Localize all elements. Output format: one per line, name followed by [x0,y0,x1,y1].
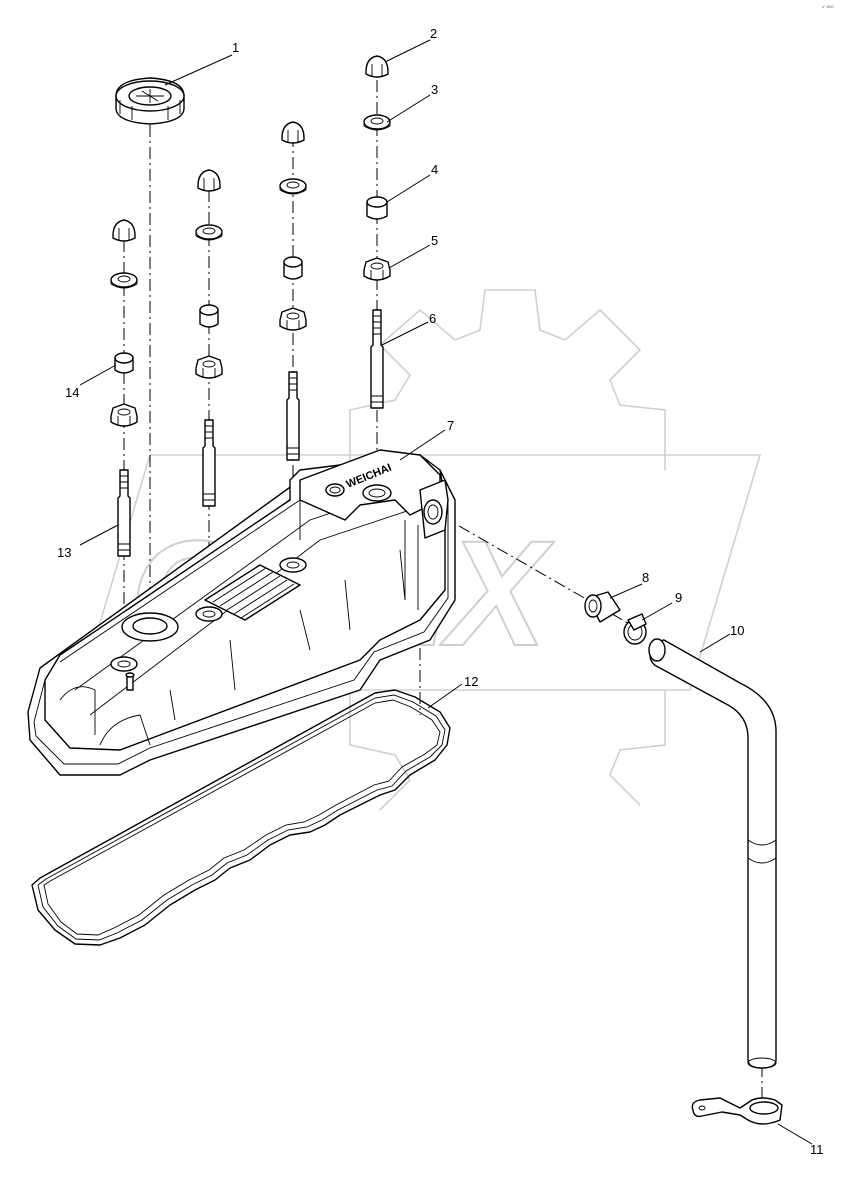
callout-6: 6 [429,311,436,326]
stud [370,309,384,409]
callout-14: 14 [65,385,79,400]
valve-cover: WEICHAI [27,449,456,776]
callout-2: 2 [430,26,437,41]
callout-13: 13 [57,545,71,560]
hose-clamp [623,613,647,645]
figure-code: x°-000 [822,4,834,9]
washer [110,272,138,289]
filler-opening [121,612,179,642]
acorn-nut [281,121,305,144]
washer [363,114,391,131]
callout-4: 4 [431,162,438,177]
breather-hose [648,638,777,1069]
callout-10: 10 [730,623,744,638]
callout-8: 8 [642,570,649,585]
washer [195,224,223,241]
stud [117,469,131,557]
spacer-sleeve [283,256,303,280]
acorn-nut [197,169,221,192]
leader-lines [79,39,813,1145]
callout-1: 1 [232,40,239,55]
callout-11: 11 [810,1142,824,1157]
callout-9: 9 [675,590,682,605]
washer-group [110,114,391,289]
spacer-sleeve [199,304,219,328]
flange-nut [363,257,391,281]
valve-cover-gasket [31,689,451,946]
callout-7: 7 [447,418,454,433]
acorn-nut [112,219,136,242]
acorn-nut-group [112,55,389,242]
hose-clip-bracket [691,1097,783,1125]
washer [279,178,307,195]
breather-port [419,479,449,539]
flange-nut [195,355,223,379]
flange-nut-group [110,257,391,427]
hose-fitting [584,591,621,623]
stud-hole [362,484,392,502]
oil-filler-cap [115,77,185,125]
spacer-sleeve [366,196,388,220]
spacer-sleeve [114,352,134,374]
stud [286,371,300,461]
acorn-nut [365,55,389,78]
watermark-gear-lower [349,690,666,811]
stud-group [117,309,384,557]
callout-12: 12 [464,674,478,689]
watermark-frame [78,454,762,691]
callout-5: 5 [431,233,438,248]
spacer-sleeve-group [114,196,388,374]
watermark-gear [349,289,666,470]
flange-nut [110,403,138,427]
cover-grille [204,564,301,621]
callout-labels: 1 2 3 4 5 6 7 8 9 10 11 12 13 14 [57,26,824,1157]
stud [202,419,216,507]
callout-3: 3 [431,82,438,97]
valve-cover-head [299,449,441,521]
flange-nut [279,307,307,331]
